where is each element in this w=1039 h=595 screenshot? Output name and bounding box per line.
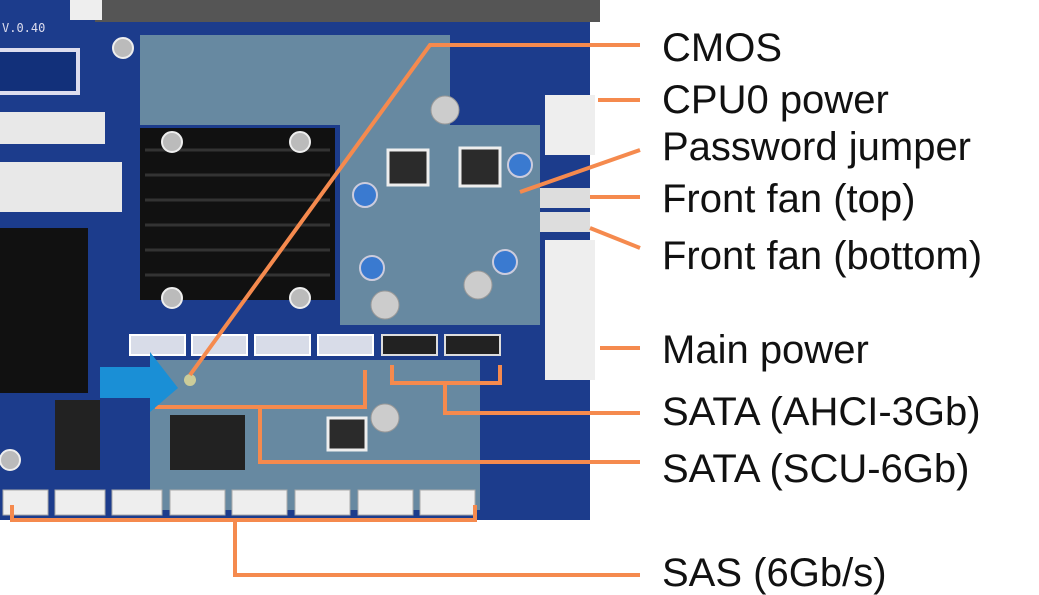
- sata-scu-bracket: [155, 370, 367, 409]
- sas-leader: [233, 520, 640, 577]
- cpu-heatsink: [140, 128, 335, 300]
- label-main-power: Main power: [662, 328, 869, 372]
- sas-bracket: [10, 505, 477, 522]
- chipset-heatsink: [0, 228, 88, 393]
- motherboard-photo: V.0.40: [0, 0, 600, 520]
- label-front-fan-bottom: Front fan (bottom): [662, 234, 983, 278]
- sata-ahci-leader: [443, 383, 640, 415]
- password-jumper-leader: [519, 148, 641, 194]
- sata-scu-leader: [258, 407, 640, 464]
- cmos-leader: [188, 43, 640, 377]
- sata-ahci-bracket: [390, 365, 502, 385]
- label-cpu0-power: CPU0 power: [662, 78, 889, 122]
- main-power-connector: [545, 240, 595, 380]
- blue-arrow-icon: [100, 352, 178, 412]
- label-front-fan-top: Front fan (top): [662, 177, 916, 221]
- front-fan-bottom-leader: [589, 226, 641, 250]
- board-version-text: V.0.40: [2, 21, 45, 35]
- label-sata-ahci: SATA (AHCI-3Gb): [662, 390, 981, 434]
- label-sata-scu: SATA (SCU-6Gb): [662, 447, 970, 491]
- cmos-battery: [184, 374, 196, 386]
- label-password-jumper: Password jumper: [662, 125, 972, 169]
- label-cmos: CMOS: [662, 26, 782, 70]
- leader-lines: [10, 43, 641, 577]
- cpu0-power-connector: [545, 95, 595, 155]
- label-sas: SAS (6Gb/s): [662, 551, 887, 595]
